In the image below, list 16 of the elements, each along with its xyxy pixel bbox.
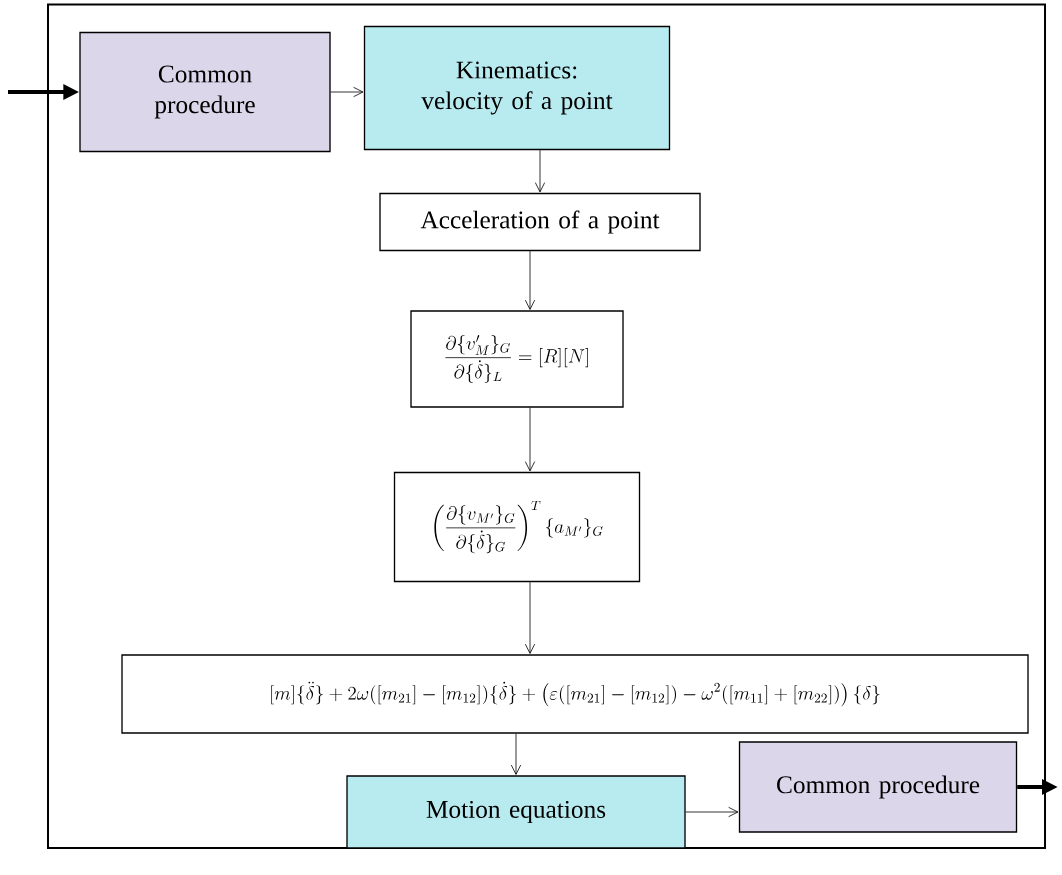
arrow [510, 733, 522, 775]
process-box: Common procedure [738, 741, 1018, 833]
arrow [524, 581, 536, 654]
arrow [534, 149, 546, 193]
diagram-frame [47, 3, 1046, 849]
process-box: Motion equations [346, 775, 686, 849]
arrow [685, 806, 739, 818]
formula-box: $[m]\{\ddot{\delta}\}+2\omega([m_{21}]-[m_{12}])\{\dot{\delta}\}+\left(\varepsilon([m_{21}]-[m_{12}])-\omega^{2}([m_{11}]+[m_{22}])\right)\{\delta\}$ [121, 654, 1029, 734]
formula-box: $\left(\frac{\partial\{v_{M'}\}_{G}}{\partial\{\dot{\delta}\}_{G}}\right)^{T}\{a_{M'}\}_{G}$ [393, 471, 641, 583]
process-box: Common procedure [79, 31, 331, 153]
process-box: Acceleration of a point [379, 192, 701, 252]
process-box: Kinematics: velocity of a point [363, 25, 671, 151]
formula-box: $\frac{\partial\{v'_{M}\}_{G}}{\partial\{\dot{\delta}\}_{L}}=[R][N]$ [410, 310, 624, 408]
arrow [330, 86, 364, 98]
arrow [524, 250, 536, 310]
arrow [524, 407, 536, 472]
